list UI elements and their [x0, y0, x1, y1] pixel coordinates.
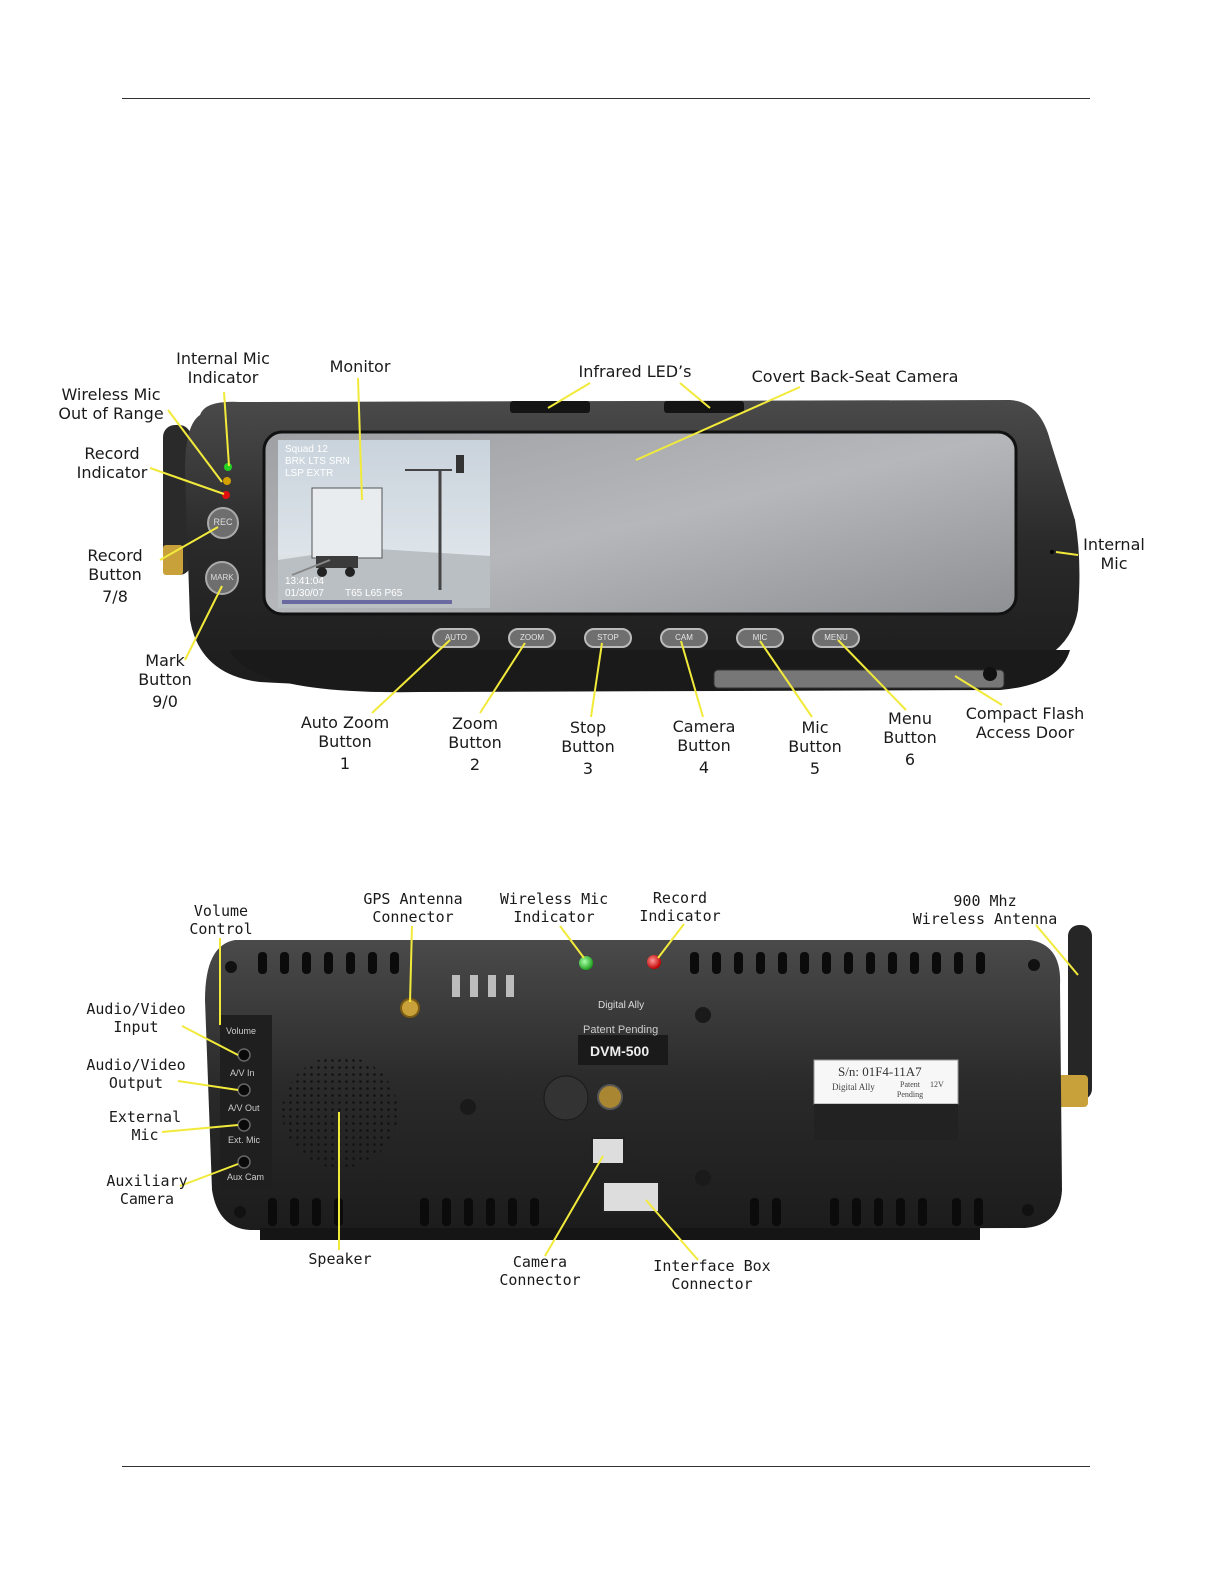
bottom-vents [268, 1198, 983, 1226]
mirror-device-front [163, 400, 1080, 693]
record-indicator-led [222, 491, 230, 499]
sticker-brand: Digital Ally [832, 1082, 875, 1092]
antenna-left [163, 425, 191, 575]
record-indicator-led-back [647, 955, 661, 969]
label-covert-camera: Covert Back-Seat Camera [751, 367, 959, 386]
label-monitor: Monitor [329, 357, 391, 376]
panel-av-out: A/V Out [228, 1103, 260, 1113]
stop-button-text: STOP [597, 633, 619, 642]
label-speaker: Speaker [308, 1250, 372, 1268]
rec-button-shape [207, 507, 239, 539]
panel-brand: Digital Ally [598, 1000, 645, 1011]
cam-button-text: CAM [675, 633, 693, 642]
interface-box-connector-shape [602, 1181, 660, 1213]
header-rule [122, 98, 1090, 99]
internal-mic-hole [1050, 550, 1054, 554]
screw-hole-left [460, 1099, 476, 1115]
screen-overlay-line3: LSP EXTR [285, 468, 334, 479]
internal-mic-indicator-led [224, 463, 232, 471]
back-lower-rim [260, 1228, 980, 1240]
zoom-button-shape [508, 628, 556, 648]
sticker-voltage: 12V [930, 1080, 944, 1089]
cam-button-shape [660, 628, 708, 648]
zoom-button-text: ZOOM [520, 633, 544, 642]
panel-ext-mic: Ext. Mic [228, 1135, 261, 1145]
monitor-screen [278, 440, 490, 608]
menu-button-text: MENU [824, 633, 848, 642]
antenna-right [1068, 925, 1092, 1100]
mount-screw [597, 1084, 623, 1110]
mic-button-text: MIC [752, 633, 768, 642]
sticker-patent: Patent Pending [896, 1080, 924, 1099]
rec-button-text: REC [213, 517, 233, 527]
top-vents [258, 952, 985, 974]
screw-hole-top [695, 1007, 711, 1023]
camera-connector-shape [591, 1137, 625, 1165]
sticker-recess [814, 1104, 958, 1140]
screen-overlay-line1: Squad 12 [285, 444, 328, 455]
screen-overlay-date: 01/30/07 [285, 588, 324, 599]
panel-patent: Patent Pending [583, 1024, 659, 1036]
back-body [205, 940, 1062, 1230]
wireless-mic-indicator-led [579, 956, 593, 970]
infrared-led-right [664, 401, 744, 413]
mic-button-shape [736, 628, 784, 648]
mark-button-text: MARK [210, 573, 234, 582]
panel-volume: Volume [226, 1026, 257, 1036]
screen-overlay-line2: BRK LTS SRN [285, 456, 350, 467]
compact-flash-door [713, 669, 1005, 689]
model-plate [578, 1035, 668, 1065]
antenna-connector [163, 545, 183, 575]
auto-button-text: AUTO [444, 633, 468, 642]
panel-model: DVM-500 [590, 1043, 650, 1059]
stop-button-shape [584, 628, 632, 648]
auto-button-shape [432, 628, 480, 648]
mount-boss [543, 1075, 589, 1121]
serial-sticker [813, 1059, 959, 1105]
menu-button-shape [812, 628, 860, 648]
top-leader-lines [149, 377, 1079, 718]
label-infrared-leds: Infrared LED’s [578, 362, 692, 381]
mirror-device-back [205, 925, 1092, 1240]
sticker-serial: S/n: 01F4-11A7 [838, 1064, 922, 1079]
screen-overlay-speeds: T65 L65 P65 [345, 588, 403, 599]
flash-screw [983, 667, 997, 681]
panel-av-in: A/V In [230, 1068, 255, 1078]
screw-hole-bottom [695, 1170, 711, 1186]
component-strip [452, 975, 514, 997]
wireless-mic-out-led [223, 477, 231, 485]
panel-aux-cam: Aux Cam [227, 1172, 265, 1182]
screen-overlay-time: 13:41:04 [285, 576, 324, 587]
bottom-leader-lines [161, 923, 1079, 1261]
mark-button-shape [205, 561, 239, 595]
footer-rule [122, 1466, 1090, 1467]
